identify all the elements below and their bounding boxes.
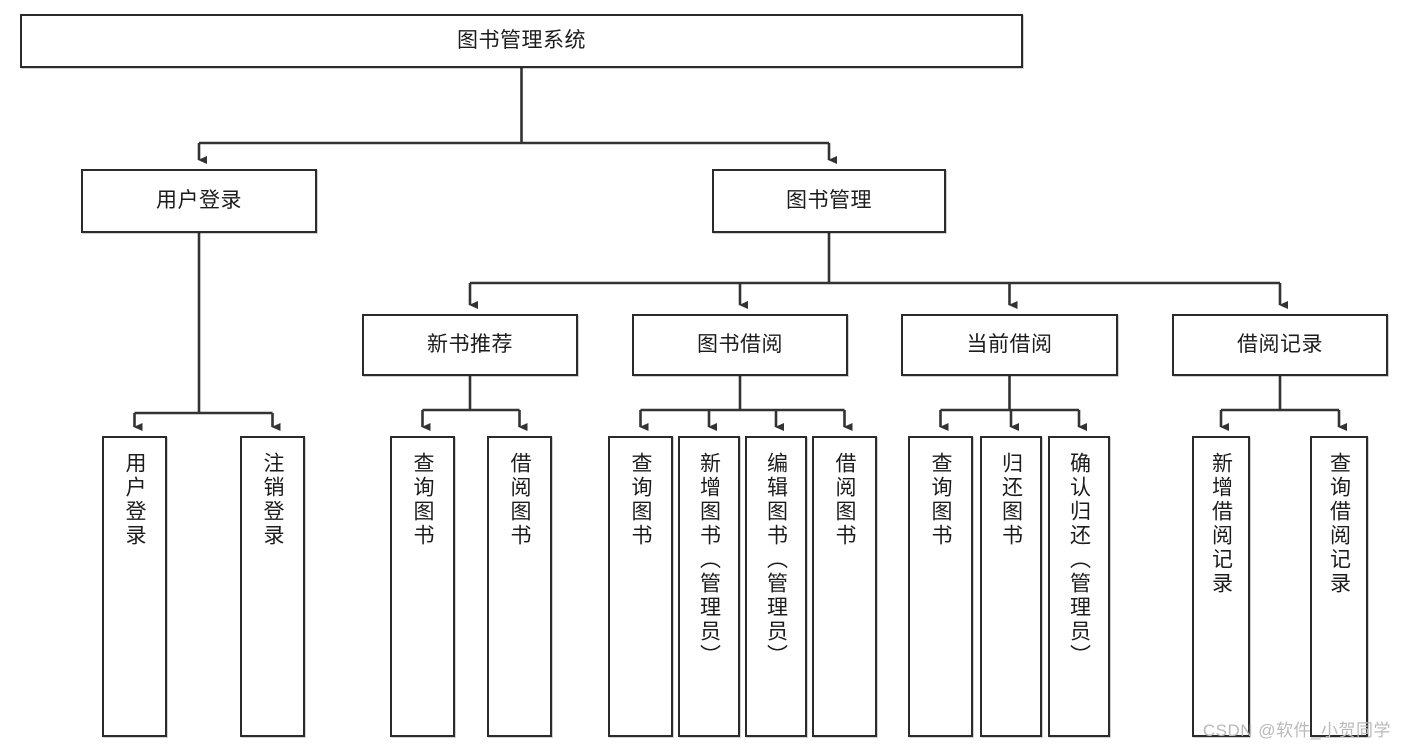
node-label: 归还图书: [999, 452, 1023, 548]
node-borrow[interactable]: 图书借阅: [632, 314, 848, 376]
node-label: 编辑图书（管理员）: [764, 452, 788, 668]
node-label: 用户登录: [156, 188, 242, 212]
node-label: 用户登录: [123, 452, 146, 548]
node-label: 查询图书: [629, 452, 652, 548]
node-current[interactable]: 当前借阅: [901, 314, 1118, 376]
node-label: 当前借阅: [966, 332, 1053, 356]
node-label: 图书管理系统: [457, 28, 586, 52]
node-r2[interactable]: 查询借阅记录: [1310, 436, 1368, 737]
connector-paths: [133, 68, 1347, 431]
node-label: 借阅图书: [508, 452, 531, 548]
node-root[interactable]: 图书管理系统: [20, 14, 1023, 68]
node-label: 注销登录: [261, 452, 284, 548]
node-login[interactable]: 用户登录: [81, 169, 317, 233]
node-newbooks[interactable]: 新书推荐: [362, 314, 578, 376]
node-b1[interactable]: 查询图书: [608, 436, 673, 737]
node-c2[interactable]: 归还图书: [980, 436, 1042, 737]
node-b4[interactable]: 借阅图书: [812, 436, 877, 737]
node-label: 图书管理: [786, 188, 872, 212]
node-records[interactable]: 借阅记录: [1172, 314, 1388, 376]
node-label: 借阅图书: [833, 452, 856, 548]
node-label: 借阅记录: [1237, 332, 1323, 356]
node-label: 查询借阅记录: [1327, 452, 1351, 596]
node-b3[interactable]: 编辑图书（管理员）: [745, 436, 807, 737]
node-l1[interactable]: 用户登录: [102, 436, 167, 737]
node-c1[interactable]: 查询图书: [908, 436, 973, 737]
node-label: 新增借阅记录: [1209, 452, 1233, 596]
node-label: 新书推荐: [427, 332, 513, 356]
node-b2[interactable]: 新增图书（管理员）: [678, 436, 740, 737]
node-l2[interactable]: 注销登录: [240, 436, 305, 737]
node-bookmgmt[interactable]: 图书管理: [712, 169, 946, 233]
node-c3[interactable]: 确认归还（管理员）: [1048, 436, 1110, 737]
node-label: 查询图书: [929, 452, 952, 548]
node-label: 确认归还（管理员）: [1067, 452, 1091, 668]
node-label: 查询图书: [411, 452, 434, 548]
node-label: 新增图书（管理员）: [697, 452, 721, 668]
node-label: 图书借阅: [697, 332, 783, 356]
node-n2[interactable]: 借阅图书: [487, 436, 552, 737]
node-n1[interactable]: 查询图书: [390, 436, 455, 737]
node-r1[interactable]: 新增借阅记录: [1192, 436, 1250, 737]
